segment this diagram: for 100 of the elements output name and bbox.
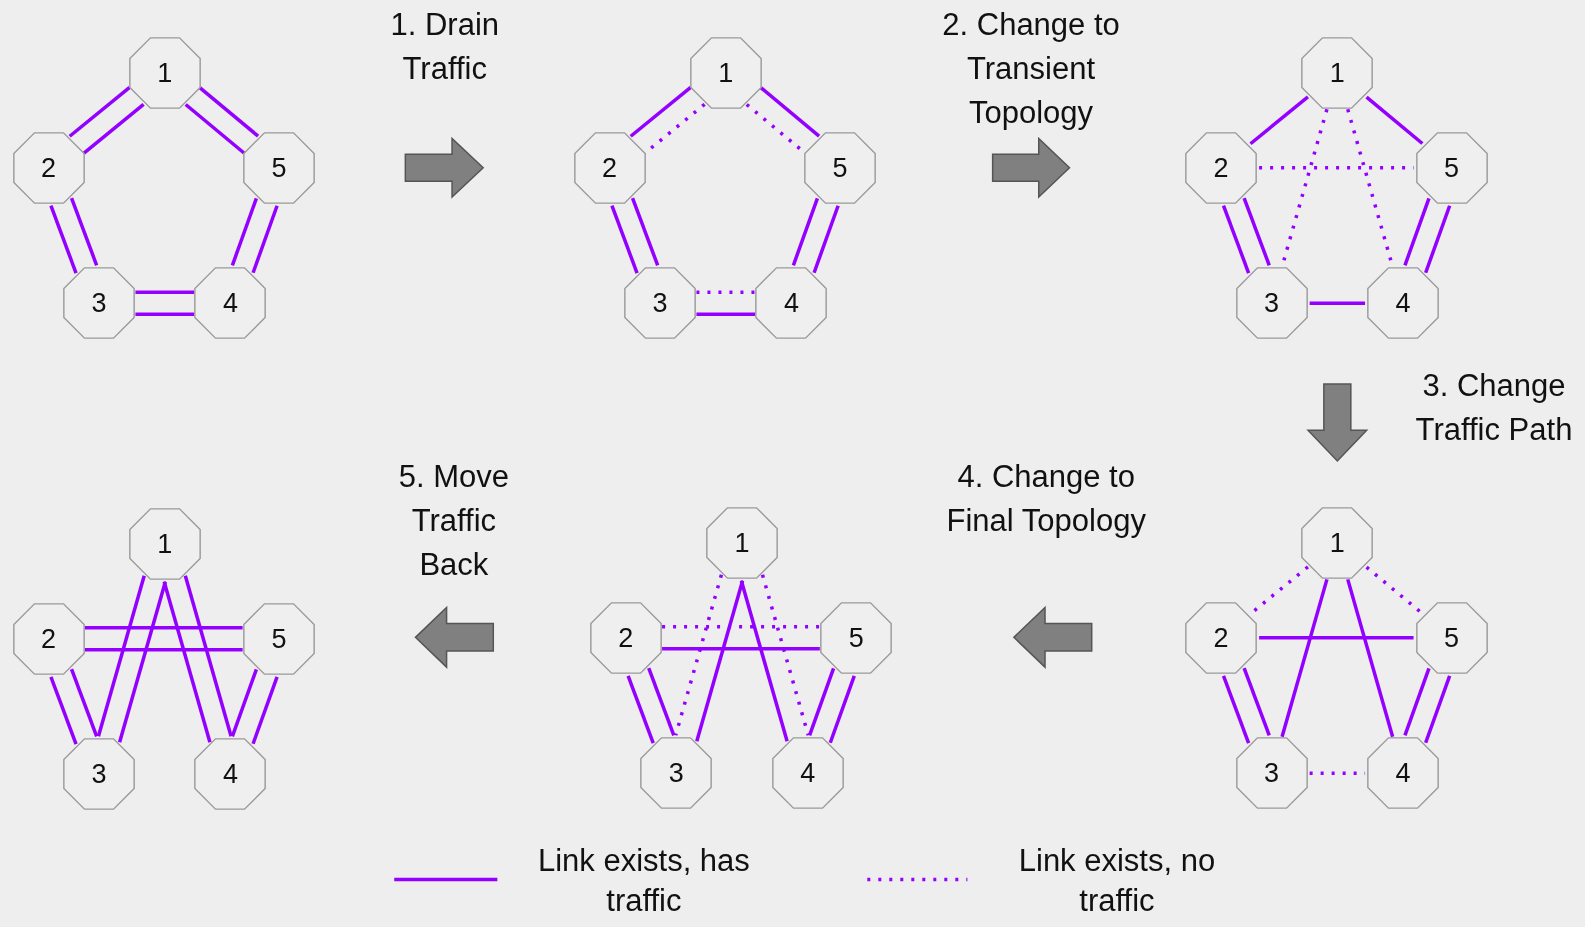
link-line — [812, 205, 840, 274]
octagon-node — [587, 599, 664, 676]
node-number: 1 — [734, 529, 750, 557]
node-number: 2 — [41, 625, 57, 653]
node-number: 1 — [157, 59, 173, 87]
link-line — [183, 575, 233, 737]
link-line — [739, 580, 789, 742]
node-number: 2 — [618, 624, 634, 652]
link-line — [610, 205, 639, 274]
link-line — [68, 85, 131, 138]
octagon-node — [703, 504, 780, 581]
octagon-node — [61, 265, 138, 342]
dotted-link-line — [673, 574, 724, 736]
octagon-node — [818, 599, 895, 676]
dotted-link-line — [760, 574, 810, 736]
node-number: 5 — [1444, 154, 1460, 182]
link-line — [84, 648, 243, 652]
octagon-node — [126, 34, 203, 111]
node-number: 4 — [783, 289, 799, 317]
link-line — [626, 675, 655, 744]
link-line — [1221, 675, 1251, 744]
link-line — [135, 312, 195, 316]
octagon-node — [687, 34, 764, 111]
dotted-link-line — [1259, 166, 1414, 170]
link-line — [230, 668, 258, 737]
link-line — [1280, 578, 1329, 738]
link-line — [69, 668, 99, 737]
node-number: 5 — [271, 154, 287, 182]
link-line — [230, 197, 258, 266]
node-number: 3 — [1264, 759, 1280, 787]
octagon-node — [638, 735, 715, 812]
link-line — [1424, 205, 1452, 274]
node-number: 5 — [832, 154, 848, 182]
octagon-node — [1183, 129, 1260, 206]
octagon-node — [1365, 735, 1442, 812]
link-line — [1249, 95, 1310, 146]
link-line — [1365, 95, 1424, 145]
octagon-node — [192, 265, 269, 342]
node-number: 3 — [91, 760, 107, 788]
step-label: 5. Move Traffic Back — [397, 457, 510, 584]
node-number: 5 — [1444, 624, 1460, 652]
node-number: 2 — [1213, 624, 1229, 652]
step-label: 4. Change to Final Topology — [945, 457, 1147, 540]
node-number: 3 — [668, 759, 684, 787]
octagon-node — [622, 265, 699, 342]
link-line — [96, 575, 146, 737]
octagon-node — [769, 735, 846, 812]
octagon-node — [1413, 599, 1490, 676]
octagon-node — [10, 600, 87, 677]
node-number: 4 — [222, 289, 238, 317]
octagon-node — [241, 129, 317, 206]
link-line — [1403, 197, 1431, 266]
link-line — [84, 626, 243, 630]
octagon-node — [1365, 265, 1442, 342]
link-line — [198, 86, 260, 138]
node-number: 4 — [800, 759, 816, 787]
node-number: 5 — [271, 625, 287, 653]
node-number: 1 — [1329, 529, 1345, 557]
link-line — [162, 581, 212, 743]
link-line — [759, 86, 821, 138]
octagon-node — [1299, 34, 1376, 111]
link-line — [251, 205, 279, 274]
octagon-node — [192, 736, 269, 813]
node-number: 1 — [1329, 59, 1345, 87]
node-number: 4 — [1395, 289, 1411, 317]
link-line — [1309, 301, 1366, 305]
link-line — [1242, 667, 1271, 736]
link-line — [69, 197, 99, 266]
link-line — [49, 205, 78, 274]
link-line — [828, 675, 856, 744]
link-line — [807, 667, 836, 736]
link-line — [1221, 205, 1251, 274]
link-line — [630, 197, 660, 266]
dotted-link-line — [662, 625, 820, 629]
octagon-node — [571, 129, 648, 206]
link-line — [251, 676, 279, 745]
link-line — [184, 103, 246, 155]
link-line — [1242, 197, 1271, 266]
link-line — [791, 197, 820, 266]
node-number: 2 — [41, 154, 57, 182]
octagon-node — [126, 505, 203, 582]
octagon-node — [1299, 504, 1376, 581]
link-line — [662, 647, 820, 651]
link-line — [82, 102, 145, 155]
node-number: 3 — [652, 289, 668, 317]
octagon-node — [1413, 129, 1490, 206]
legend-text: Link exists, no traffic — [1017, 842, 1217, 920]
link-line — [647, 667, 676, 736]
link-line — [1424, 675, 1452, 744]
legend-text: Link exists, has traffic — [536, 842, 751, 920]
link-line — [49, 676, 78, 745]
link-line — [1346, 578, 1395, 738]
octagon-node — [1233, 265, 1310, 342]
node-number: 1 — [718, 59, 734, 87]
step-label: 2. Change to Transient Topology — [941, 6, 1121, 133]
link-line — [135, 290, 195, 294]
step-label: 1. Drain Traffic — [389, 6, 501, 89]
dotted-link-line — [696, 290, 756, 294]
octagon-node — [1233, 735, 1310, 812]
node-number: 2 — [602, 154, 618, 182]
